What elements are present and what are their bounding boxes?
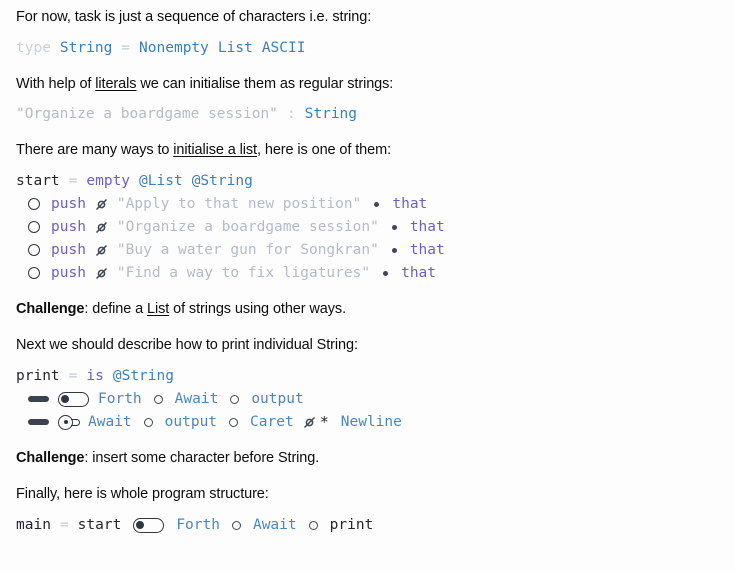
token-keyword-type: type	[16, 39, 51, 56]
bullet-operator-icon	[383, 270, 389, 276]
token-equals: =	[121, 39, 131, 56]
challenge-pre: : insert some character before String.	[84, 449, 320, 466]
token-fn-push: push	[51, 195, 86, 212]
open-circle-icon	[28, 244, 40, 257]
token-forth: Forth	[176, 517, 220, 534]
composition-ring-icon	[308, 520, 318, 530]
paragraph-intro: For now, task is just a sequence of char…	[16, 9, 372, 25]
token-output: output	[251, 391, 304, 408]
token-push-literal: "Organize a boardgame session"	[116, 218, 379, 235]
document-page: For now, task is just a sequence of char…	[0, 0, 735, 537]
open-circle-icon	[28, 267, 40, 280]
code-line-push-1: push "Organize a boardgame session" that	[16, 216, 719, 239]
code-line-main: main = start Forth Await print	[16, 514, 719, 537]
slashed-o-icon	[303, 416, 316, 429]
token-fn-push: push	[51, 241, 86, 258]
paragraph-init-list-post: , here is one of them:	[257, 142, 392, 159]
code-line-print-branch-0: Forth Await output	[16, 388, 719, 411]
token-await: Await	[88, 414, 132, 431]
token-fn-empty: empty	[86, 172, 131, 189]
paragraph-init-list: There are many ways to initialise a list…	[16, 141, 719, 161]
token-push-literal: "Find a way to fix ligatures"	[116, 264, 371, 281]
link-literals[interactable]: literals	[95, 75, 137, 92]
thick-dash-icon	[28, 396, 49, 403]
token-print: print	[329, 517, 374, 534]
token-fn-push: push	[51, 218, 86, 235]
paragraph-literals-post: we can initialise them as regular string…	[136, 75, 394, 92]
token-await: Await	[252, 517, 297, 534]
code-line-push-3: push "Find a way to fix ligatures" that	[16, 262, 719, 285]
token-at-list: @List	[139, 172, 183, 189]
paragraph-literals-pre: With help of	[16, 75, 96, 92]
token-binding-print: print	[16, 368, 60, 385]
token-string-literal: "Organize a boardgame session"	[16, 106, 278, 123]
token-at-string: @String	[191, 172, 253, 189]
bullet-operator-icon	[391, 247, 397, 253]
challenge-post: of strings using other ways.	[169, 300, 346, 317]
token-start: start	[77, 517, 122, 534]
token-caret: Caret	[250, 414, 294, 431]
challenge-label: Challenge	[16, 300, 85, 317]
paragraph-print: Next we should describe how to print ind…	[16, 337, 358, 354]
toggle-pill-icon	[58, 391, 89, 407]
code-line-string-literal: "Organize a boardgame session": String	[16, 103, 719, 126]
token-equals: =	[68, 368, 78, 385]
composition-ring-icon	[153, 394, 163, 404]
open-circle-icon	[28, 221, 40, 234]
token-at-string: @String	[112, 368, 174, 385]
token-fn-push: push	[51, 264, 86, 281]
open-circle-icon	[28, 198, 40, 211]
circle-tail-icon	[58, 414, 81, 430]
slashed-o-icon	[95, 198, 108, 211]
token-type-string: String	[304, 106, 358, 123]
thick-dash-icon	[28, 419, 49, 426]
paragraph-init-list-pre: There are many ways to	[16, 142, 174, 159]
token-push-literal: "Apply to that new position"	[116, 195, 362, 212]
bullet-operator-icon	[391, 224, 397, 230]
composition-ring-icon	[230, 394, 240, 404]
token-equals: =	[68, 172, 78, 189]
composition-ring-icon	[229, 417, 239, 427]
code-line-print-branch-1: Await output Caret * Newline	[16, 411, 719, 434]
star-operator: *	[319, 412, 329, 431]
code-line-start-binding: start = empty @List @String	[16, 170, 719, 193]
token-push-literal: "Buy a water gun for Songkran"	[116, 241, 379, 258]
token-binding-start: start	[16, 172, 60, 189]
token-forth: Forth	[98, 391, 142, 408]
token-fn-is: is	[86, 368, 104, 385]
token-that: that	[409, 218, 445, 235]
token-colon: :	[286, 106, 296, 123]
code-line-type-string: type String = Nonempty List ASCII	[16, 37, 719, 60]
challenge-label: Challenge	[16, 449, 85, 466]
token-list: List	[217, 39, 253, 56]
slashed-o-icon	[95, 267, 108, 280]
token-await: Await	[174, 391, 219, 408]
composition-ring-icon	[231, 520, 241, 530]
link-initialise-a-list[interactable]: initialise a list	[173, 142, 257, 159]
token-type-name: String	[59, 39, 113, 56]
link-list[interactable]: List	[147, 300, 170, 317]
code-line-print-binding: print = is @String	[16, 365, 719, 388]
paragraph-finally: Finally, here is whole program structure…	[16, 486, 269, 503]
token-that: that	[401, 264, 437, 281]
token-nonempty: Nonempty	[139, 39, 209, 56]
code-line-push-2: push "Buy a water gun for Songkran" that	[16, 239, 719, 262]
token-binding-main: main	[16, 517, 51, 534]
challenge-define-list: Challenge: define a List of strings usin…	[16, 300, 719, 320]
token-that: that	[392, 195, 428, 212]
toggle-pill-icon	[133, 517, 165, 533]
slashed-o-icon	[95, 221, 108, 234]
token-ascii: ASCII	[261, 39, 306, 56]
bullet-operator-icon	[374, 201, 380, 207]
token-newline: Newline	[340, 414, 402, 431]
token-equals: =	[59, 517, 69, 534]
token-output: output	[164, 414, 218, 431]
composition-ring-icon	[143, 417, 153, 427]
paragraph-literals: With help of literals we can initialise …	[16, 75, 719, 95]
challenge-pre: : define a	[84, 300, 147, 317]
code-line-push-0: push "Apply to that new position" that	[16, 193, 719, 216]
token-that: that	[409, 241, 445, 258]
challenge-insert-character: Challenge: insert some character before …	[16, 449, 719, 469]
slashed-o-icon	[95, 244, 108, 257]
